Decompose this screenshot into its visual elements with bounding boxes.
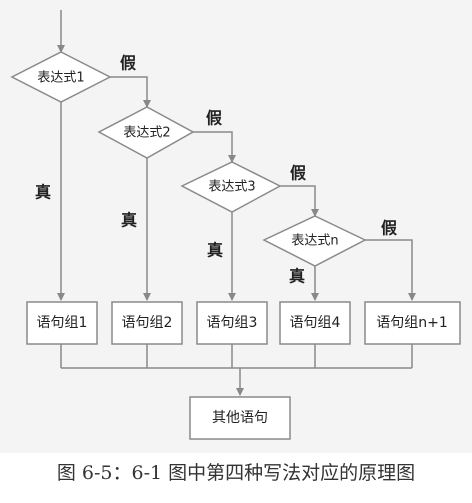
condition-label-2: 表达式2 bbox=[123, 126, 170, 141]
statement-box-3 bbox=[196, 301, 268, 345]
statement-box-n-plus-1 bbox=[364, 301, 461, 345]
false-label-2: 假 bbox=[206, 109, 223, 128]
statement-label-1: 语句组1 bbox=[37, 315, 88, 331]
statement-box-1 bbox=[26, 301, 98, 345]
condition-label-3: 表达式3 bbox=[208, 180, 255, 195]
condition-label-1: 表达式1 bbox=[37, 71, 84, 86]
true-label-3: 真 bbox=[207, 241, 223, 260]
condition-diamond-3 bbox=[180, 161, 282, 213]
condition-diamond-1 bbox=[10, 51, 112, 103]
statement-box-4 bbox=[279, 301, 351, 345]
statement-label-3: 语句组3 bbox=[207, 315, 258, 331]
end-box bbox=[189, 396, 291, 440]
false-label-1: 假 bbox=[120, 54, 137, 73]
statement-box-2 bbox=[111, 301, 183, 345]
true-label-n: 真 bbox=[289, 267, 305, 286]
condition-label-n: 表达式n bbox=[291, 234, 338, 249]
false-label-3: 假 bbox=[290, 164, 307, 183]
figure-caption: 图 6-5：6-1 图中第四种写法对应的原理图 bbox=[56, 462, 416, 484]
flowchart: 表达式1 表达式2 表达式3 表达式n 假 假 假 假 真 真 真 真 语句组1… bbox=[10, 10, 461, 440]
condition-diamond-2 bbox=[97, 106, 195, 159]
statement-label-2: 语句组2 bbox=[122, 315, 173, 331]
condition-diamond-n bbox=[262, 215, 367, 267]
true-label-2: 真 bbox=[121, 211, 137, 230]
false-label-n: 假 bbox=[381, 219, 398, 238]
true-label-1: 真 bbox=[35, 183, 51, 202]
end-box-label: 其他语句 bbox=[212, 410, 268, 426]
statement-label-n-plus-1: 语句组n+1 bbox=[376, 315, 448, 331]
statement-label-4: 语句组4 bbox=[290, 315, 341, 331]
connector-lines bbox=[57, 10, 416, 396]
